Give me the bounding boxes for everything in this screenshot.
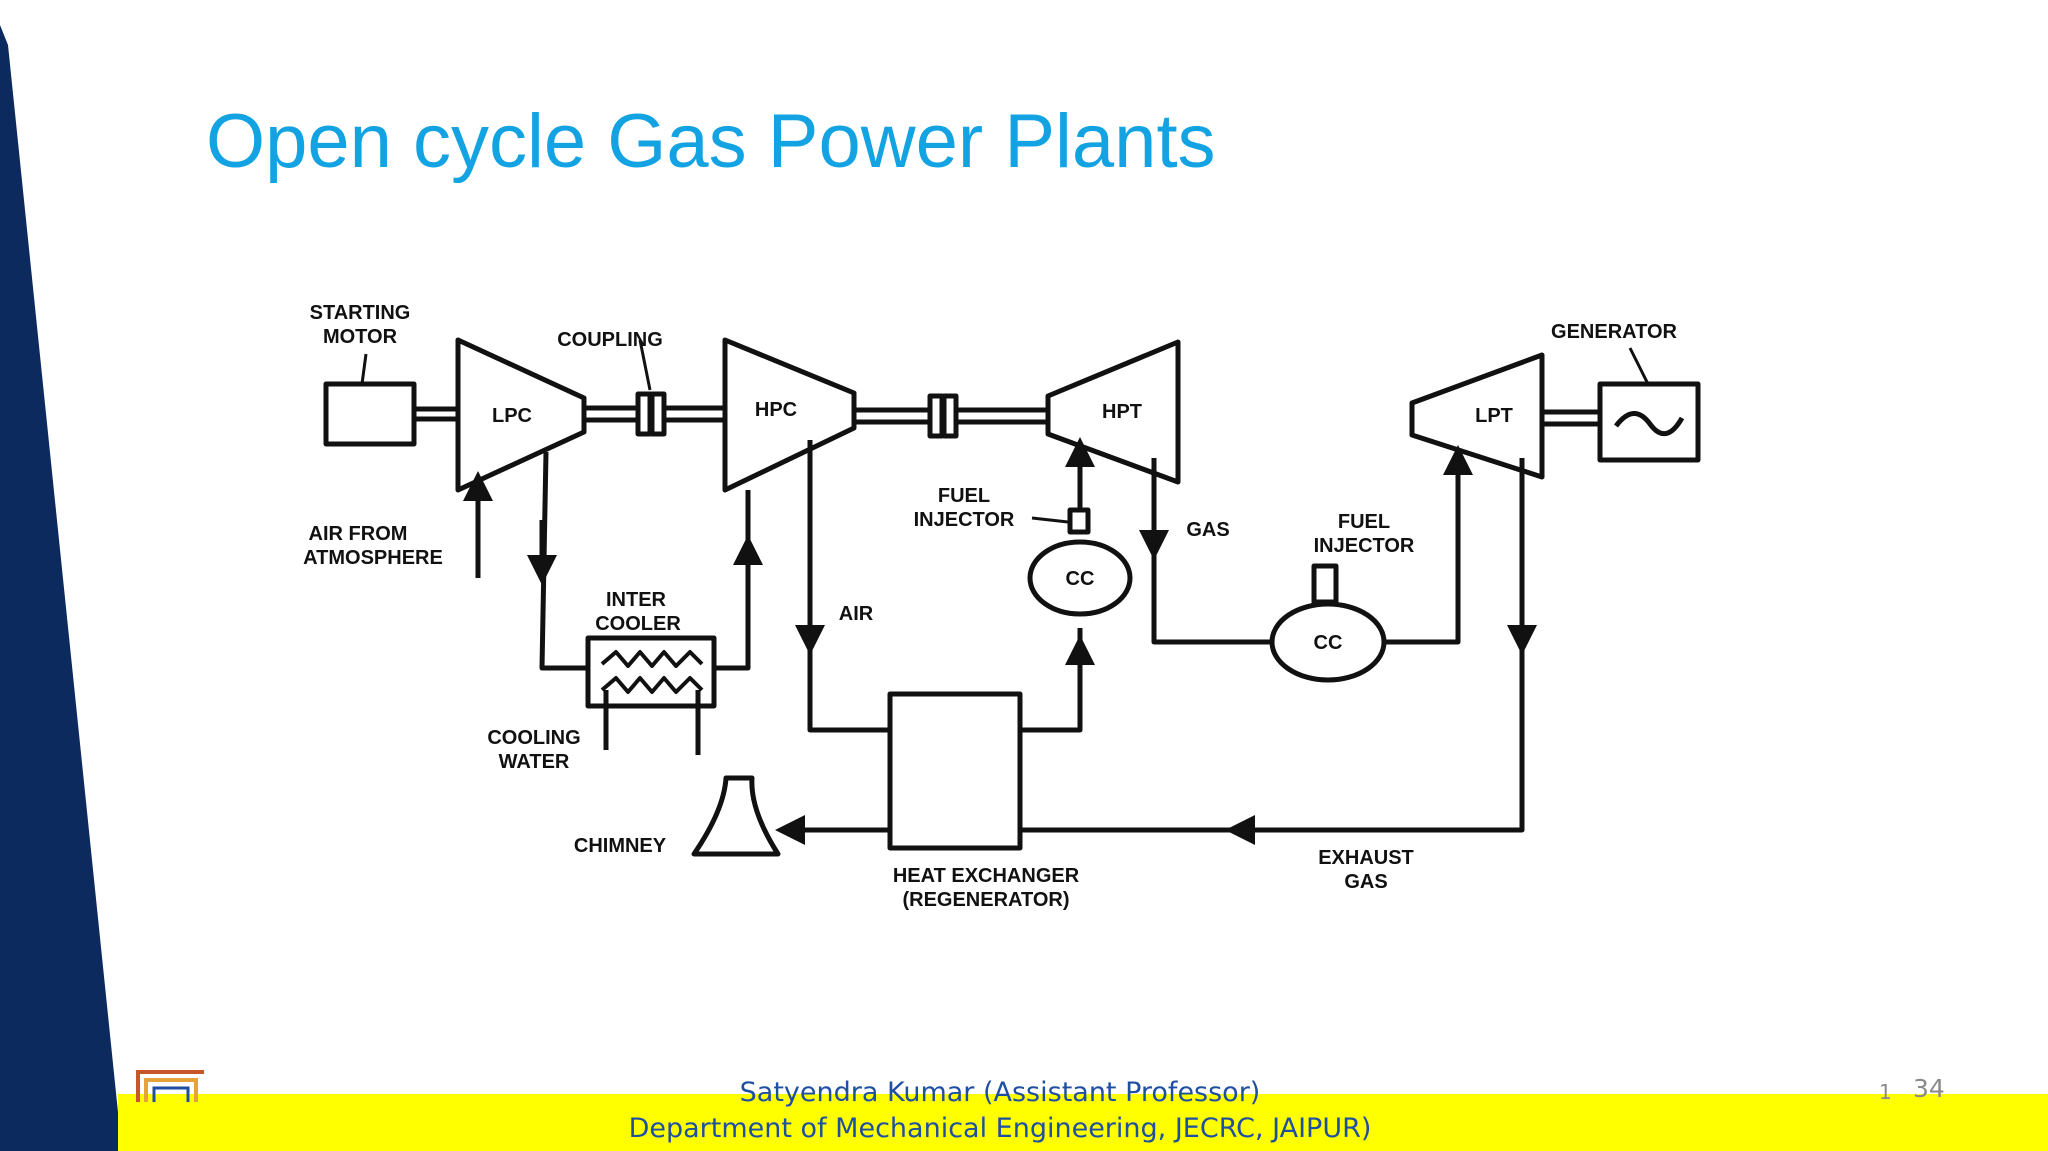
footer-author: Satyendra Kumar (Assistant Professor)	[739, 1077, 1261, 1108]
label-cooling-2: WATER	[499, 751, 570, 773]
combustion-chamber-1	[1027, 539, 1133, 617]
label-cc-1: CC	[1066, 568, 1095, 590]
label-exhaust-1: EXHAUST	[1318, 847, 1414, 869]
label-inter-1: INTER	[606, 589, 667, 611]
generator-box	[1597, 381, 1701, 463]
heat-exchanger-box	[887, 691, 1023, 851]
label-cc-2: CC	[1314, 632, 1343, 654]
fuel-injector-1	[1067, 507, 1091, 535]
fuel-injector-2	[1311, 563, 1339, 605]
page-number: 34	[1913, 1074, 1945, 1103]
label-fuel-injector-2b: INJECTOR	[1314, 535, 1415, 557]
label-heat-exchanger-1: HEAT EXCHANGER	[893, 865, 1080, 887]
label-fuel-injector-1a: FUEL	[938, 485, 990, 507]
page-marker: 1	[1879, 1080, 1892, 1104]
starting-motor-box	[323, 381, 417, 447]
label-heat-exchanger-2: (REGENERATOR)	[902, 889, 1069, 911]
label-starting-motor-2: MOTOR	[323, 326, 398, 348]
label-fuel-injector-1b: INJECTOR	[914, 509, 1015, 531]
label-generator: GENERATOR	[1551, 321, 1677, 343]
coupling-2	[927, 393, 945, 439]
chimney-shape	[691, 775, 781, 857]
label-lpt: LPT	[1475, 405, 1513, 427]
lpt-turbine	[1409, 352, 1545, 480]
label-air-from-1: AIR FROM	[309, 523, 408, 545]
left-band	[0, 25, 122, 1151]
intercooler-box	[585, 635, 717, 709]
footer-band	[118, 1094, 2048, 1151]
gas-power-plant-diagram: STARTING MOTOR COUPLING LPC HPC HPT LPT …	[303, 302, 1701, 911]
institute-logo-icon	[136, 1070, 204, 1102]
label-coupling: COUPLING	[557, 329, 663, 351]
label-hpc: HPC	[755, 399, 797, 421]
label-chimney: CHIMNEY	[574, 835, 667, 857]
hpc-compressor	[722, 337, 857, 493]
label-starting-motor-1: STARTING	[310, 302, 411, 324]
label-air-from-2: ATMOSPHERE	[303, 547, 443, 569]
label-fuel-injector-2a: FUEL	[1338, 511, 1390, 533]
lpc-compressor	[455, 337, 587, 493]
label-exhaust-2: GAS	[1344, 871, 1387, 893]
label-hpt: HPT	[1102, 401, 1142, 423]
label-inter-2: COOLER	[595, 613, 681, 635]
coupling-1	[635, 391, 653, 437]
label-lpc: LPC	[492, 405, 532, 427]
hpt-turbine	[1045, 339, 1181, 485]
label-air: AIR	[839, 603, 874, 625]
label-cooling-1: COOLING	[487, 727, 580, 749]
label-gas: GAS	[1186, 519, 1229, 541]
footer-department: Department of Mechanical Engineering, JE…	[628, 1113, 1372, 1144]
slide-title: Open cycle Gas Power Plants	[206, 99, 1216, 184]
